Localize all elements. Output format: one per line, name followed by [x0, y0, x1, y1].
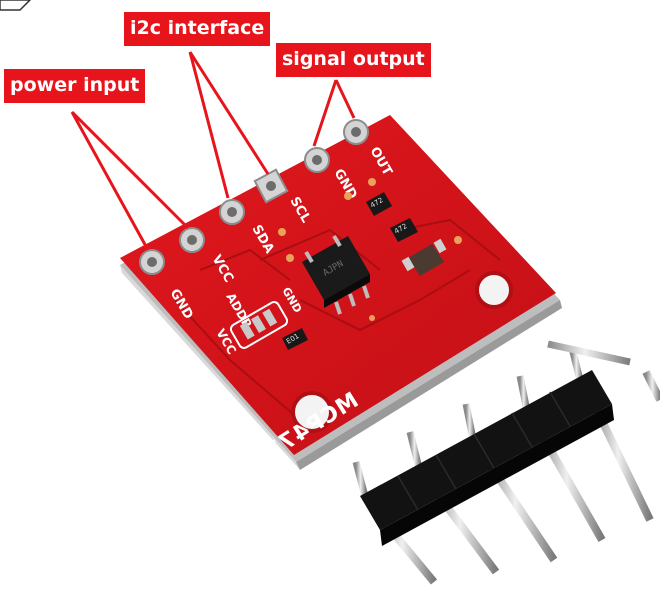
corner-logo-icon — [0, 0, 32, 11]
smd-resistor-2: 472 — [390, 218, 418, 242]
dac-chip: AJPN — [302, 234, 370, 315]
pcb-traces — [174, 218, 501, 421]
smd-resistor-3: E01 — [282, 328, 308, 350]
pin-header — [352, 340, 660, 585]
smd-resistor-1: 472 — [366, 192, 392, 216]
callout-signal-output: signal output — [276, 43, 431, 77]
callout-power-input: power input — [4, 69, 146, 103]
header-plastic — [360, 370, 612, 530]
callout-i2c-interface: i2c interface — [124, 12, 271, 46]
mounting-hole-right — [475, 271, 513, 309]
pcb-edge-right — [296, 300, 562, 470]
mounting-hole-left — [291, 391, 333, 433]
pcb-vias — [278, 178, 462, 321]
callout-lines — [70, 51, 356, 251]
addr-jumper — [229, 301, 289, 349]
pcb-edge-front — [120, 265, 300, 470]
header-pads — [139, 119, 369, 275]
smd-capacitor — [401, 238, 447, 276]
